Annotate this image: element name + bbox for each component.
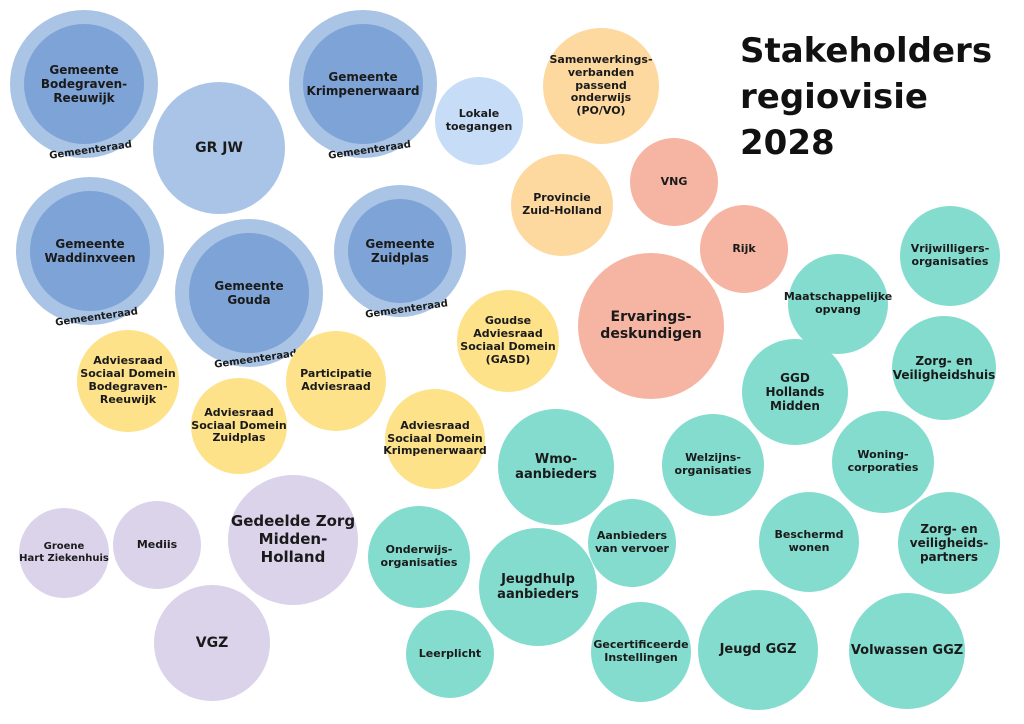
beschermd-wonen-label: Beschermd wonen (774, 528, 844, 554)
adviesraad-zuidplas-bubble: Adviesraad Sociaal Domein Zuidplas (191, 378, 287, 474)
lokale-toegangen-bubble: Lokale toegangen (435, 77, 523, 165)
gemeente-zuidplas-label: Gemeente Zuidplas (365, 236, 435, 265)
gedeelde-zorg-midden-holland-label: Gedeelde Zorg Midden- Holland (230, 512, 356, 566)
jeugdhulp-aanbieders-bubble: Jeugdhulp aanbieders (479, 528, 597, 646)
gedeelde-zorg-midden-holland-bubble: Gedeelde Zorg Midden- Holland (228, 475, 358, 605)
rijk-bubble: Rijk (700, 205, 788, 293)
participatie-adviesraad-label: Participatie Adviesraad (300, 367, 372, 393)
maatschappelijke-opvang-bubble: Maatschappelijke opvang (784, 254, 892, 354)
adviesraad-zuidplas-label: Adviesraad Sociaal Domein Zuidplas (191, 405, 287, 445)
jeugd-ggz-label: Jeugd GGZ (719, 642, 797, 658)
adviesraad-bodegraven-bubble: Adviesraad Sociaal Domein Bodegraven- Re… (77, 330, 179, 432)
gecertificeerde-instellingen-label: Gecertificeerde Instellingen (593, 638, 689, 664)
gemeente-waddinxveen-label: Gemeente Waddinxveen (44, 236, 136, 265)
samenwerkingsverbanden-bubble: Samenwerkings- verbanden passend onderwi… (543, 28, 659, 144)
aanbieders-van-vervoer-label: Aanbieders van vervoer (595, 529, 669, 555)
mediis-label: Mediis (136, 537, 178, 551)
lokale-toegangen-label: Lokale toegangen (445, 107, 513, 133)
gr-jw-label: GR JW (195, 139, 243, 156)
zorg-en-veiligheidspartners-bubble: Zorg- en veiligheids- partners (898, 492, 1000, 594)
woning-corporaties-bubble: Woning- corporaties (832, 411, 934, 513)
mediis-bubble: Mediis (113, 501, 201, 589)
vrijwilligers-organisaties-bubble: Vrijwilligers- organisaties (900, 206, 1000, 306)
rijk-label: Rijk (732, 241, 756, 255)
adviesraad-krimpenerwaard-label: Adviesraad Sociaal Domein Krimpenerwaard (383, 418, 487, 458)
zorg-en-veiligheidshuis-bubble: Zorg- en Veiligheidshuis (892, 316, 996, 420)
onderwijs-organisaties-bubble: Onderwijs- organisaties (368, 506, 470, 608)
participatie-adviesraad-bubble: Participatie Adviesraad (286, 331, 386, 431)
welzijns-organisaties-label: Welzijns- organisaties (674, 451, 752, 477)
gasd-label: Goudse Adviesraad Sociaal Domein (GASD) (460, 314, 556, 366)
vrijwilligers-organisaties-label: Vrijwilligers- organisaties (910, 242, 990, 268)
vng-label: VNG (660, 174, 688, 188)
gr-jw-bubble: GR JW (153, 82, 285, 214)
gemeente-gouda-label: Gemeente Gouda (214, 278, 284, 307)
wmo-aanbieders-label: Wmo- aanbieders (515, 451, 597, 482)
jeugd-ggz-bubble: Jeugd GGZ (698, 590, 818, 710)
wmo-aanbieders-bubble: Wmo- aanbieders (498, 409, 614, 525)
volwassen-ggz-label: Volwassen GGZ (850, 643, 964, 659)
gemeente-zuidplas-bubble: Gemeente Zuidplas (348, 199, 452, 303)
gecertificeerde-instellingen-bubble: Gecertificeerde Instellingen (591, 602, 691, 702)
gemeente-waddinxveen-bubble: Gemeente Waddinxveen (30, 191, 150, 311)
gemeente-bodegraven-reeuwijk-label: Gemeente Bodegraven- Reeuwijk (40, 62, 128, 106)
woning-corporaties-label: Woning- corporaties (847, 448, 919, 474)
adviesraad-krimpenerwaard-bubble: Adviesraad Sociaal Domein Krimpenerwaard (383, 389, 487, 489)
ervaringsdeskundigen-bubble: Ervarings- deskundigen (578, 253, 724, 399)
adviesraad-bodegraven-label: Adviesraad Sociaal Domein Bodegraven- Re… (80, 354, 176, 406)
groene-hart-ziekenhuis-label: Groene Hart Ziekenhuis (19, 541, 109, 564)
gemeente-gouda-bubble: Gemeente Gouda (189, 233, 309, 353)
groene-hart-ziekenhuis-bubble: Groene Hart Ziekenhuis (19, 508, 109, 598)
vng-bubble: VNG (630, 138, 718, 226)
vgz-label: VGZ (195, 634, 229, 651)
beschermd-wonen-bubble: Beschermd wonen (759, 492, 859, 592)
ggd-hollands-midden-label: GGD Hollands Midden (765, 370, 825, 414)
leerplicht-bubble: Leerplicht (406, 610, 494, 698)
gemeente-bodegraven-reeuwijk-bubble: Gemeente Bodegraven- Reeuwijk (24, 24, 144, 144)
provincie-zuid-holland-bubble: Provincie Zuid-Holland (511, 154, 613, 256)
volwassen-ggz-bubble: Volwassen GGZ (849, 593, 965, 709)
aanbieders-van-vervoer-bubble: Aanbieders van vervoer (588, 499, 676, 587)
vgz-bubble: VGZ (154, 585, 270, 701)
ggd-hollands-midden-bubble: GGD Hollands Midden (742, 339, 848, 445)
zorg-en-veiligheidspartners-label: Zorg- en veiligheids- partners (909, 521, 989, 565)
diagram-title: Stakeholders regiovisie 2028 (740, 31, 993, 163)
gemeente-krimpenerwaard-bubble: Gemeente Krimpenerwaard (303, 24, 423, 144)
provincie-zuid-holland-label: Provincie Zuid-Holland (522, 191, 602, 217)
onderwijs-organisaties-label: Onderwijs- organisaties (380, 543, 458, 569)
gemeente-krimpenerwaard-label: Gemeente Krimpenerwaard (306, 69, 420, 98)
zorg-en-veiligheidshuis-label: Zorg- en Veiligheidshuis (892, 353, 996, 382)
samenwerkingsverbanden-label: Samenwerkings- verbanden passend onderwi… (549, 52, 653, 118)
ervaringsdeskundigen-label: Ervarings- deskundigen (600, 309, 702, 342)
leerplicht-label: Leerplicht (418, 646, 482, 660)
welzijns-organisaties-bubble: Welzijns- organisaties (662, 414, 764, 516)
maatschappelijke-opvang-label: Maatschappelijke opvang (783, 290, 893, 316)
jeugdhulp-aanbieders-label: Jeugdhulp aanbieders (497, 571, 579, 602)
gasd-bubble: Goudse Adviesraad Sociaal Domein (GASD) (457, 290, 559, 392)
